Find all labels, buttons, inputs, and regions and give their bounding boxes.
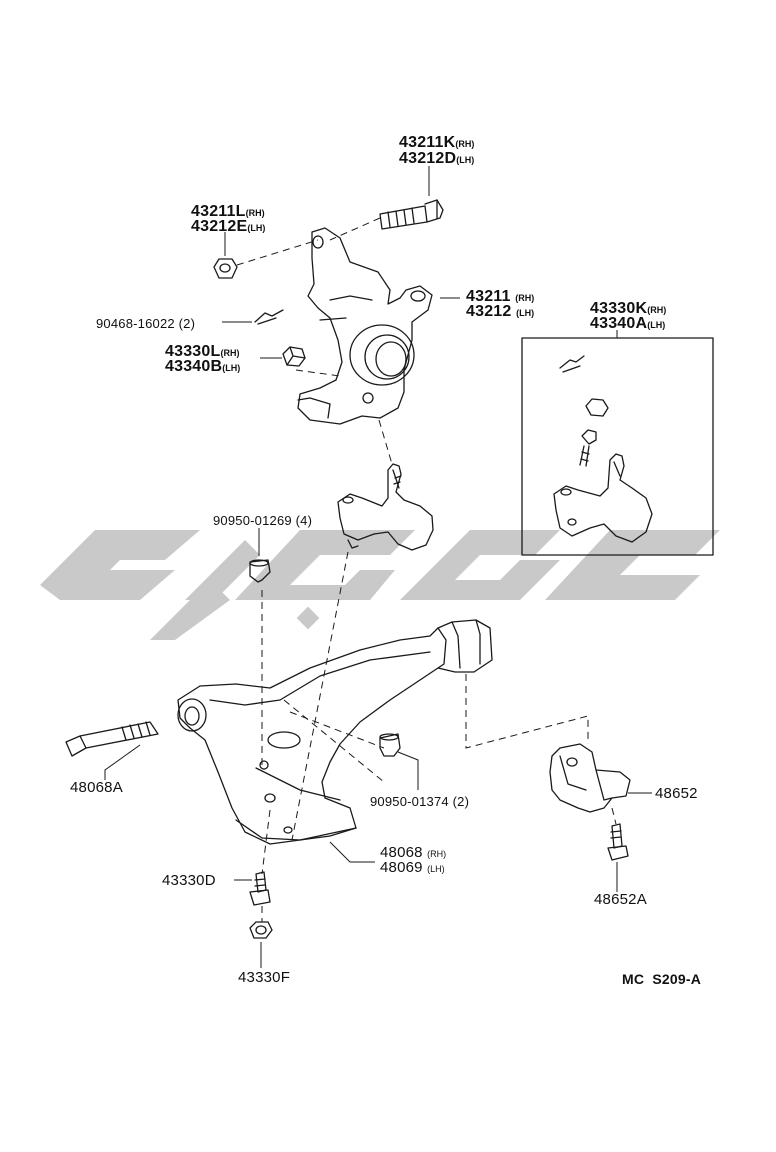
label-43212D: 43212D(LH): [399, 150, 475, 167]
arm-bolt-shape: [65, 721, 159, 757]
label-48069: 48069 (LH): [380, 859, 445, 876]
label-90950-01269: 90950-01269 (4): [213, 513, 313, 528]
ball-joint-nut-shape: [282, 346, 306, 367]
plate-bolt-shape: [249, 871, 271, 906]
label-43211L: 43211L(RH): [191, 203, 265, 220]
label-48652A: 48652A: [594, 891, 647, 908]
grommet-lower-shape: [379, 733, 401, 757]
diagram-code: MC S209-A: [622, 971, 702, 987]
label-43211K: 43211K(RH): [399, 134, 475, 151]
label-48068A: 48068A: [70, 779, 123, 796]
label-43340A: 43340A(LH): [590, 315, 666, 332]
plate-nut-shape: [249, 921, 273, 939]
label-43212: 43212 (LH): [466, 303, 535, 320]
ball-joint-shape: [337, 463, 434, 551]
leader-lines: [104, 166, 652, 968]
knuckle-nut-shape: [213, 258, 238, 279]
label-43212E: 43212E(LH): [191, 218, 266, 235]
watermark-logo: [40, 530, 720, 640]
label-48068: 48068 (RH): [380, 844, 447, 861]
label-48652: 48652: [655, 785, 698, 802]
label-43330D: 43330D: [162, 872, 216, 889]
label-43330F: 43330F: [238, 969, 291, 986]
label-43211: 43211 (RH): [466, 288, 535, 305]
bracket-bolt-shape: [607, 823, 629, 861]
bushing-bracket-shape: [549, 743, 631, 813]
lower-arm-shape: [177, 619, 493, 845]
knuckle-bolt-shape: [379, 199, 444, 230]
assembly-dashed-lines: [236, 217, 617, 922]
label-43330K: 43330K(RH): [590, 300, 667, 317]
label-90468-16022: 90468-16022 (2): [96, 316, 196, 331]
label-90950-01374: 90950-01374 (2): [370, 794, 470, 809]
label-43330L: 43330L(RH): [165, 343, 240, 360]
label-43340B: 43340B(LH): [165, 358, 241, 375]
grommet-upper-shape: [249, 559, 271, 583]
cotter-clip-shape: [254, 309, 284, 325]
kit-ball-joint-shape: [553, 355, 653, 543]
steering-knuckle-shape: [297, 227, 433, 425]
kit-box: [521, 337, 714, 556]
